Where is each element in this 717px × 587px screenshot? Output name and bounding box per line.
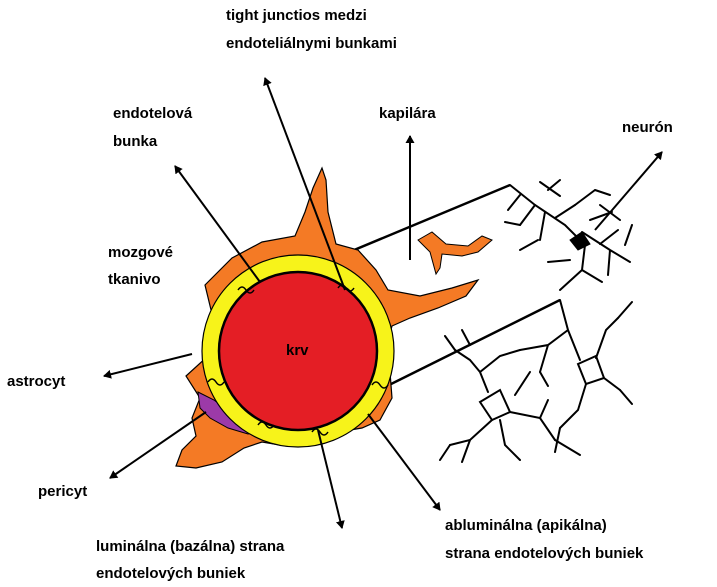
arrow-endothelial-cell xyxy=(175,166,260,282)
label-neuron: neurón xyxy=(622,117,673,138)
neuron-shape xyxy=(440,180,632,462)
arrow-astrocyte xyxy=(104,354,192,376)
label-brain-tissue-line1: mozgové xyxy=(108,242,173,263)
label-endothelial-cell-line2: bunka xyxy=(113,131,157,152)
arrow-abluminal xyxy=(368,414,440,510)
label-tight-junctions-line2: endoteliálnymi bunkami xyxy=(226,33,397,54)
label-blood: krv xyxy=(286,340,309,361)
label-astrocyte: astrocyt xyxy=(7,371,65,392)
neuron-soma-bottom xyxy=(480,390,510,420)
label-tight-junctions-line1: tight junctios medzi xyxy=(226,5,367,26)
label-pericyte: pericyt xyxy=(38,481,87,502)
arrow-neuron xyxy=(595,152,662,230)
label-endothelial-cell-line1: endotelová xyxy=(113,103,192,124)
label-abluminal-line1: abluminálna (apikálna) xyxy=(445,515,607,536)
arrow-luminal xyxy=(318,430,342,528)
astrocyte-process xyxy=(418,232,492,274)
neuron-soma-right xyxy=(578,356,604,384)
label-luminal-line1: luminálna (bazálna) strana xyxy=(96,536,284,557)
label-brain-tissue-line2: tkanivo xyxy=(108,269,161,290)
label-capillary: kapilára xyxy=(379,103,436,124)
label-abluminal-line2: strana endotelových buniek xyxy=(445,543,643,564)
label-luminal-line2: endotelových buniek xyxy=(96,563,245,584)
